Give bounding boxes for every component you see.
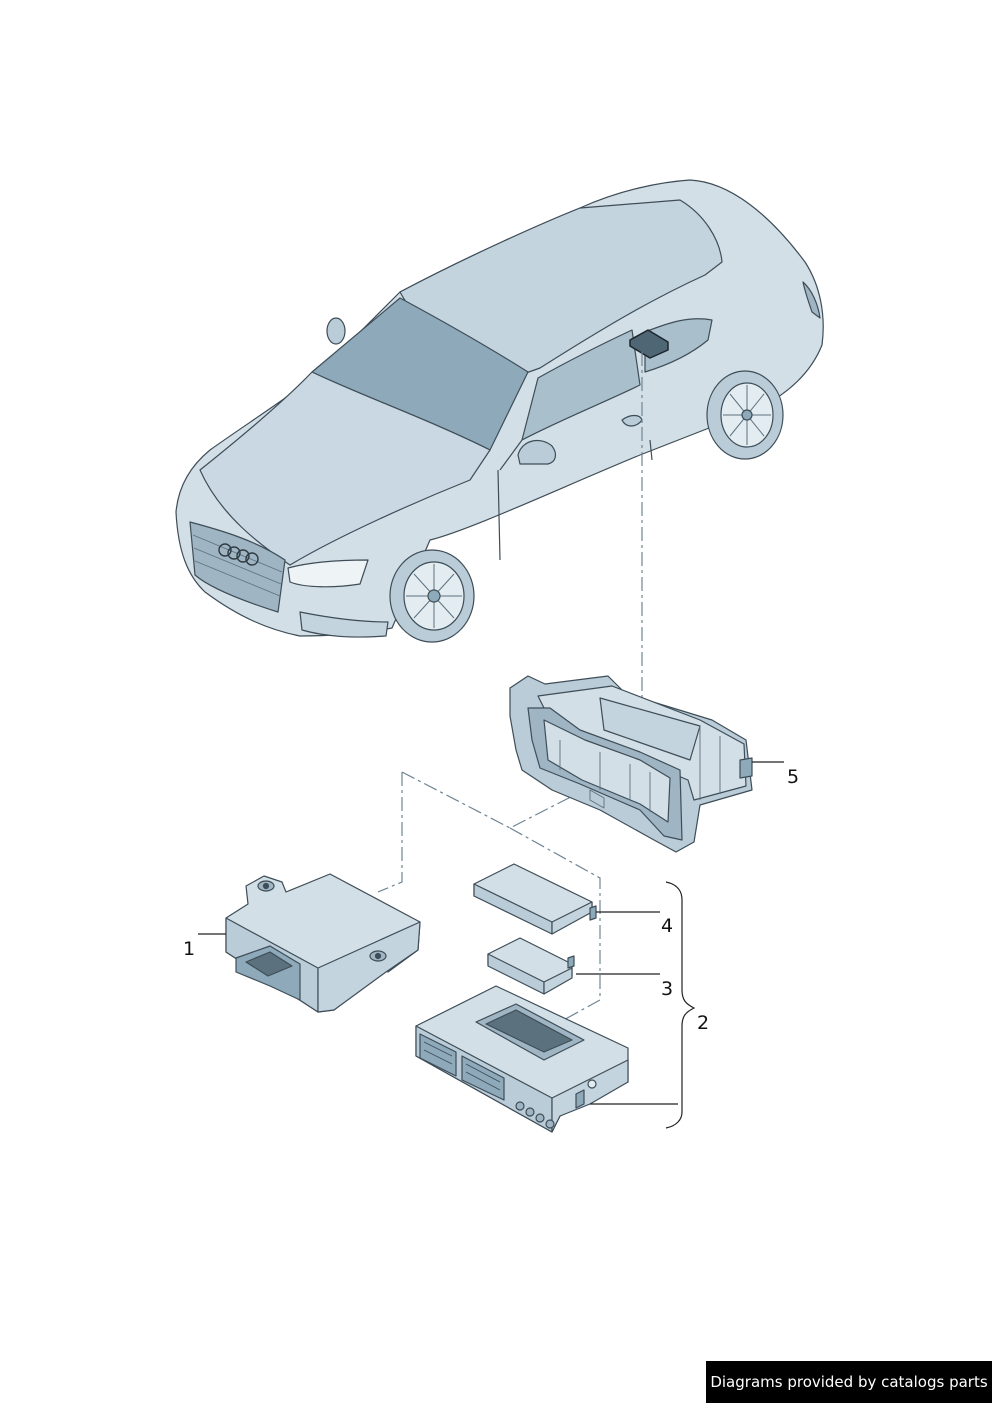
car-illustration <box>175 179 824 643</box>
car-door-line <box>497 439 653 561</box>
part-2-base-unit <box>415 985 629 1133</box>
car-rearview-mirror <box>326 317 346 345</box>
footer-credit-badge: Diagrams provided by catalogs parts <box>706 1361 992 1403</box>
part-5-bracket <box>509 675 753 853</box>
leader-right-drop <box>509 827 601 1023</box>
install-location-marker <box>629 329 669 359</box>
callout-label-5: 5 <box>787 766 799 788</box>
car-bumper <box>299 611 389 638</box>
callout-label-2: 2 <box>697 1012 709 1034</box>
part-1-control-unit <box>225 873 421 1013</box>
car-front-wheel <box>389 549 475 643</box>
car-logo <box>218 543 259 566</box>
footer-credit-text: Diagrams provided by catalogs parts <box>710 1373 988 1391</box>
car-rear-wheel <box>706 370 784 460</box>
callout-label-3: 3 <box>661 978 673 1000</box>
car-tail-light <box>802 281 821 319</box>
part-3-module <box>487 937 575 995</box>
car-side-mirror <box>517 439 557 465</box>
car-headlight <box>287 559 369 588</box>
leader-left-drop <box>377 772 403 893</box>
group-brace <box>665 881 696 1129</box>
car-side-window <box>521 329 641 441</box>
car-grille <box>189 521 286 613</box>
car-rear-window <box>644 318 713 373</box>
callout-label-1: 1 <box>183 938 195 960</box>
part-4-module <box>473 863 597 935</box>
callout-label-4: 4 <box>661 915 673 937</box>
